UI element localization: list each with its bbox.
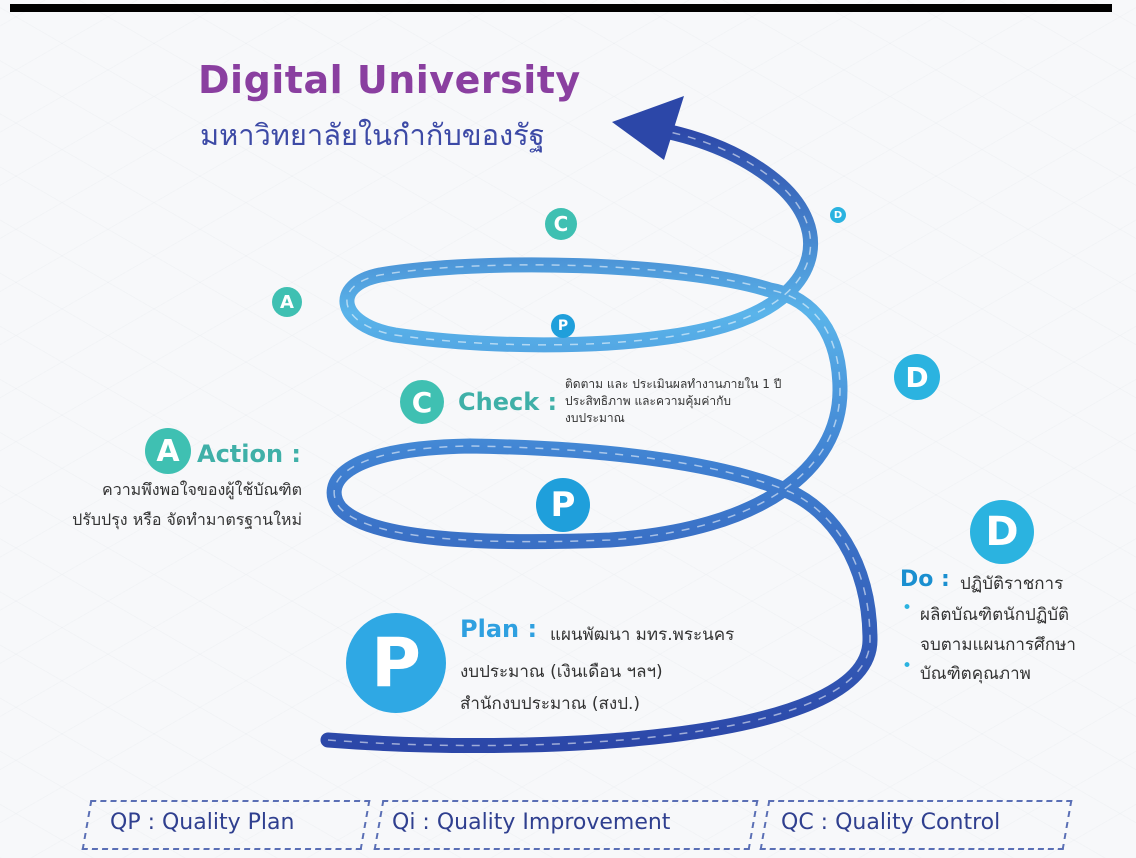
action-line-2: ปรับปรุง หรือ จัดทำมาตรฐานใหม่	[72, 510, 302, 529]
check-line-3: งบประมาณ	[565, 411, 625, 425]
plan-line-2: สำนักงบประมาณ (สงป.)	[460, 694, 641, 714]
action-line-1: ความพึงพอใจของผู้ใช้บัณฑิต	[102, 480, 302, 499]
top-border-bar	[10, 4, 1112, 12]
page-title: Digital University	[198, 58, 581, 102]
small-p-badge: P	[551, 314, 575, 338]
small-c-badge: C	[545, 208, 577, 240]
plan-line-1: งบประมาณ (เงินเดือน ฯลฯ)	[460, 662, 663, 682]
do-item-2: บัณฑิตคุณภาพ	[920, 664, 1031, 684]
plan-heading: Plan :	[460, 615, 538, 643]
action-text: ความพึงพอใจของผู้ใช้บัณฑิต ปรับปรุง หรือ…	[20, 475, 302, 535]
tiny-d-badge: D	[830, 207, 846, 223]
check-text: ติดตาม และ ประเมินผลทำงานภายใน 1 ปี ประส…	[565, 376, 781, 427]
legend-qp: QP : Quality Plan	[110, 810, 295, 835]
action-badge: A	[145, 428, 191, 474]
action-heading: Action :	[197, 440, 302, 468]
spiral-dash-line	[327, 127, 871, 747]
plan-heading-text: แผนพัฒนา มทร.พระนคร	[550, 625, 735, 645]
legend-qc: QC : Quality Control	[781, 810, 1001, 835]
check-badge: C	[400, 380, 444, 424]
check-line-1: ติดตาม และ ประเมินผลทำงานภายใน 1 ปี	[565, 377, 782, 391]
plan-badge: P	[346, 613, 446, 713]
do-bullet-2: •	[902, 656, 913, 676]
do-item-1-line-1: ผลิตบัณฑิตนักปฏิบัติ	[920, 605, 1070, 625]
legend-qi: Qi : Quality Improvement	[392, 810, 671, 835]
check-line-2: ประสิทธิภาพ และความคุ้มค่ากับ	[565, 394, 731, 408]
check-heading: Check :	[458, 388, 558, 416]
do-heading: Do :	[900, 567, 950, 592]
mid-p-badge: P	[536, 478, 590, 532]
arrow-head	[612, 96, 684, 160]
do-badge: D	[970, 500, 1034, 564]
small-a-badge: A	[272, 287, 302, 317]
do-bullet-1: •	[902, 598, 913, 618]
do-item-1: ผลิตบัณฑิตนักปฏิบัติ จบตามแผนการศึกษา	[920, 600, 1076, 660]
medium-d-badge: D	[894, 354, 940, 400]
do-heading-text: ปฏิบัติราชการ	[960, 574, 1064, 594]
plan-text: งบประมาณ (เงินเดือน ฯลฯ) สำนักงบประมาณ (…	[460, 656, 663, 720]
page-subtitle: มหาวิทยาลัยในกำกับของรัฐ	[200, 118, 545, 152]
do-item-1-line-2: จบตามแผนการศึกษา	[920, 635, 1076, 655]
